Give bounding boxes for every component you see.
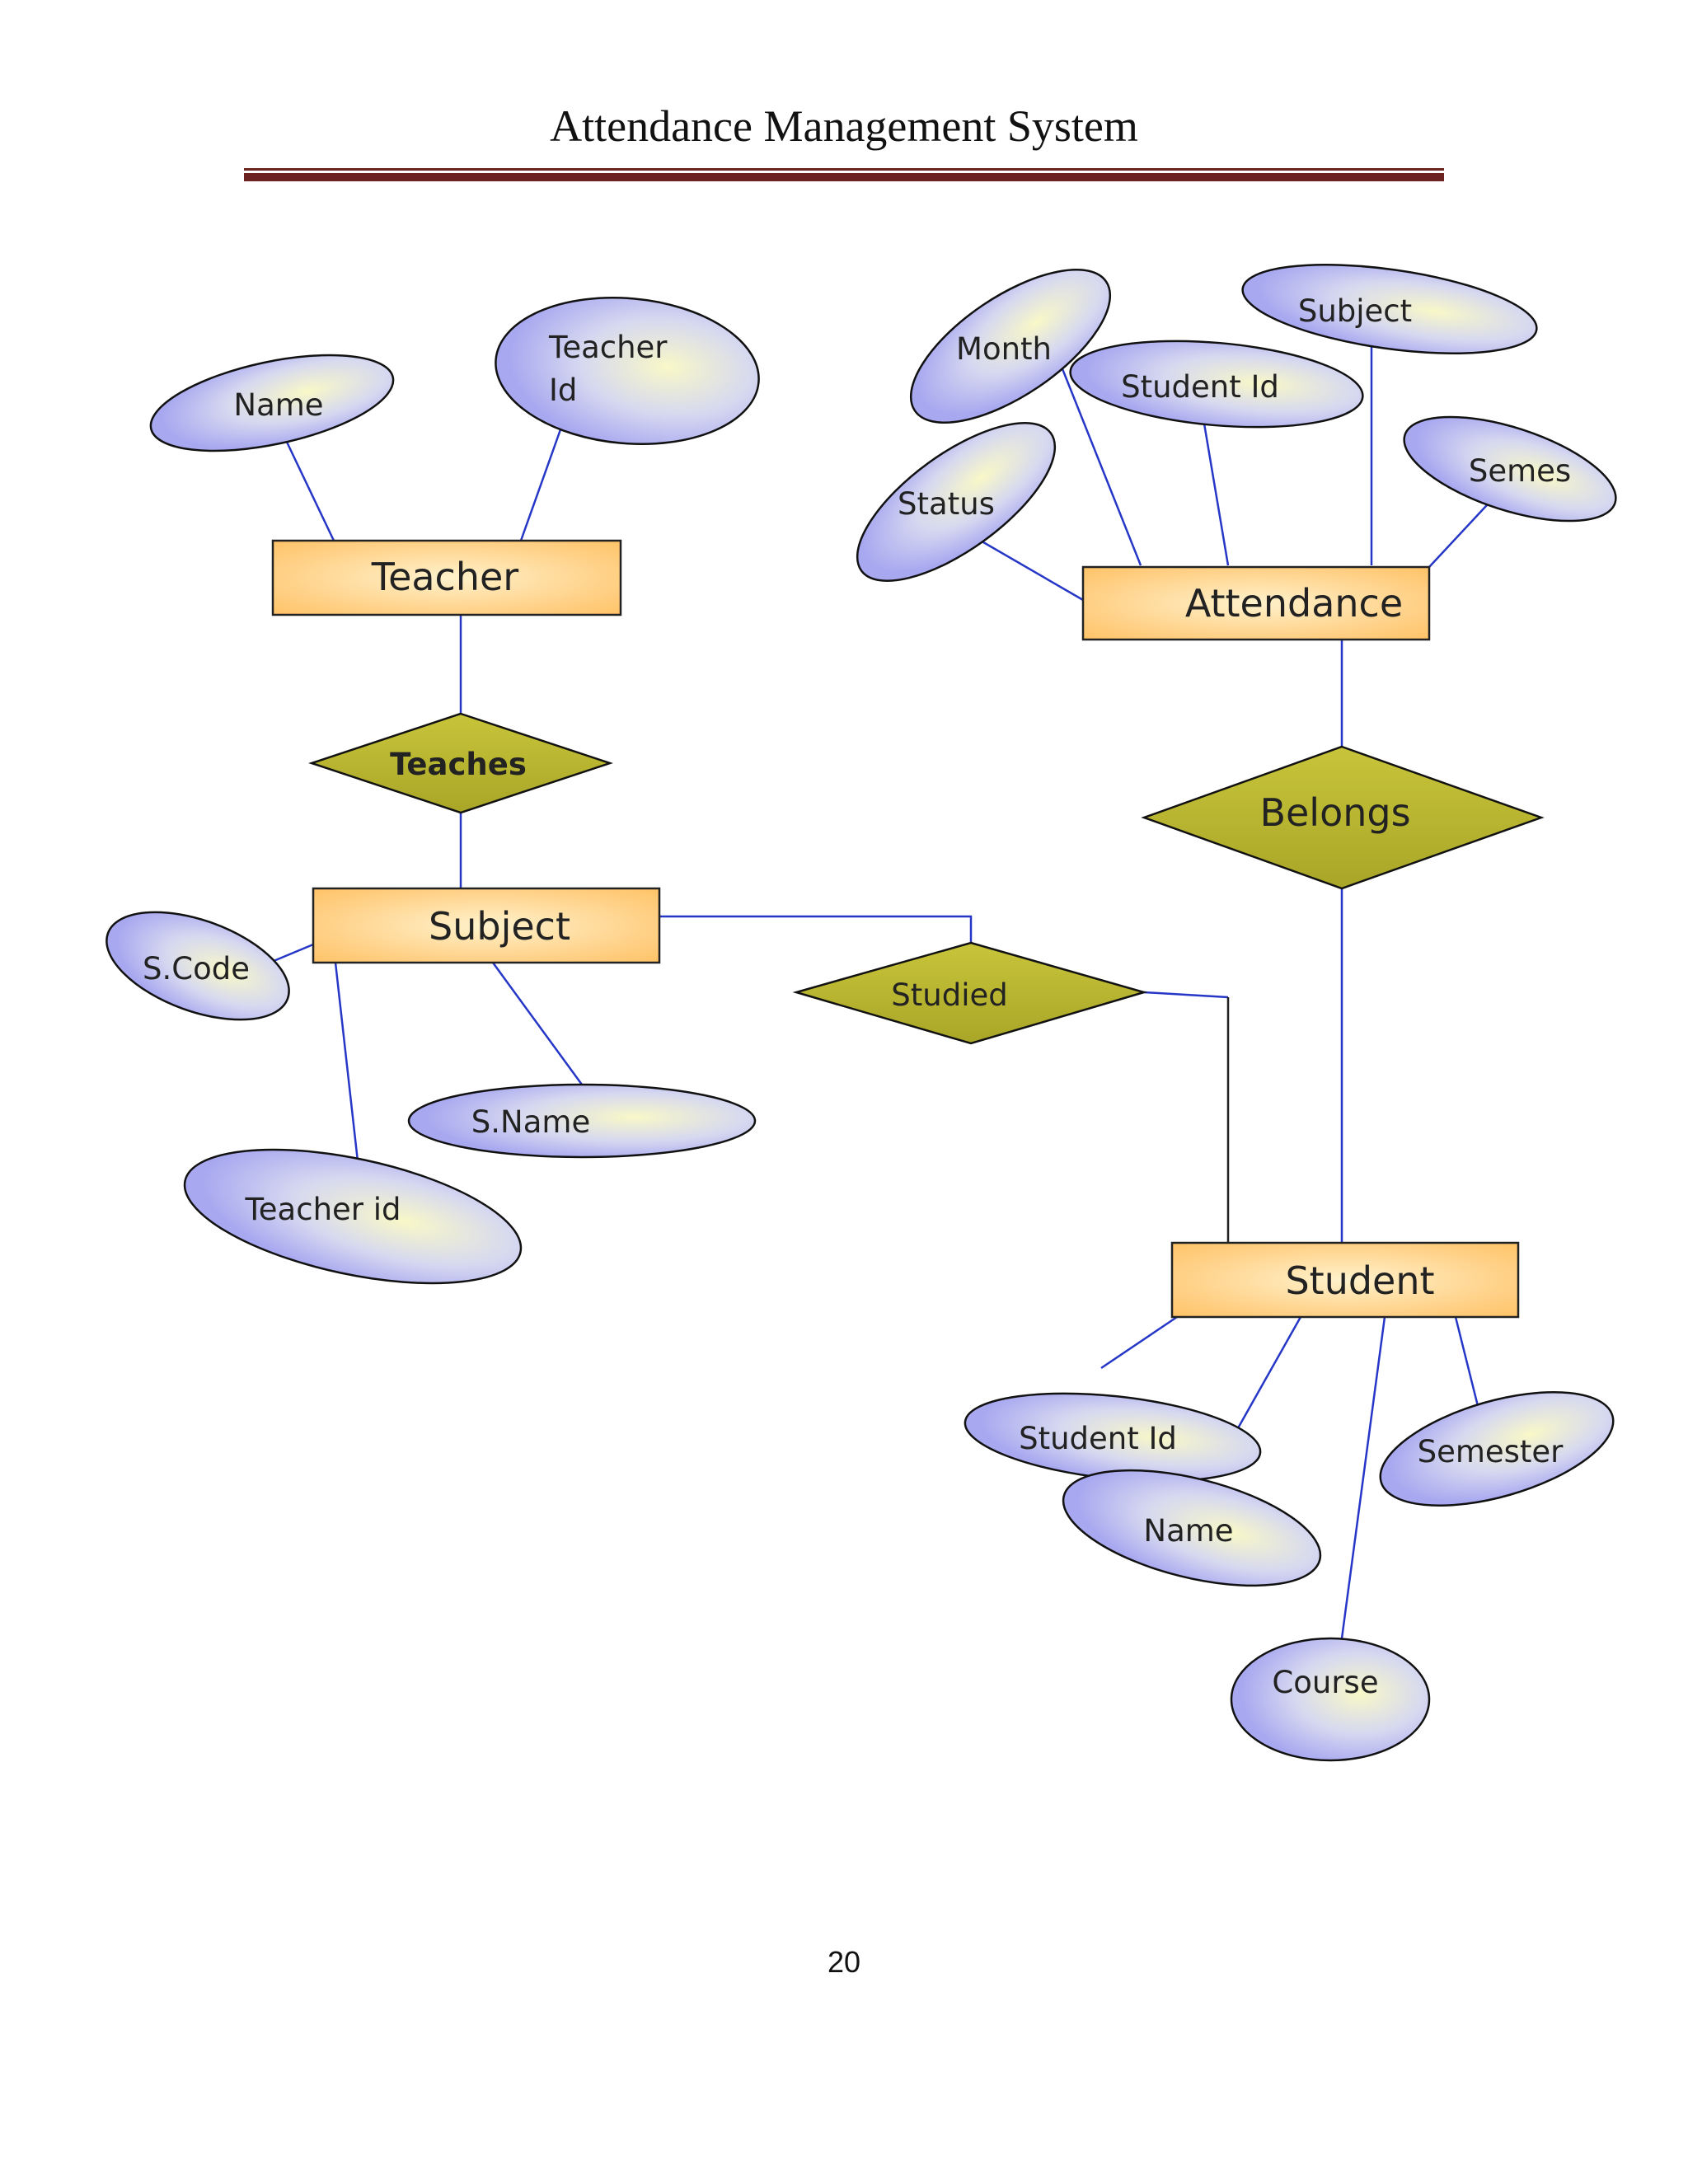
attribute-subj-teacher-id-label: Teacher id: [244, 1192, 401, 1227]
attribute-subj-name-label: S.Name: [471, 1104, 590, 1140]
attribute-teacher-name-label: Name: [233, 387, 323, 423]
line-month-attendance: [1055, 354, 1142, 566]
relationship-studied-label: Studied: [891, 977, 1007, 1013]
attribute-att-status: Status: [856, 421, 1057, 583]
line-subject-sname: [491, 962, 584, 1085]
attribute-att-student-id-label: Student Id: [1121, 369, 1279, 405]
attribute-subj-code-label: S.Code: [143, 951, 250, 987]
line-subject-teacherid: [334, 962, 360, 1169]
attribute-att-month: Month: [909, 268, 1112, 424]
line-semes-attendance: [1428, 494, 1498, 568]
line-student-course: [1340, 1316, 1386, 1639]
line-studentid-attendance: [1202, 418, 1230, 566]
relationship-teaches-label: Teaches: [390, 747, 527, 782]
attribute-stu-course: Course: [1230, 1637, 1431, 1762]
line-student-stray: [1100, 1315, 1178, 1370]
relationship-studied: Studied: [792, 941, 1148, 1045]
attribute-att-subject: Subject: [1241, 264, 1538, 354]
connector-lines: [273, 343, 1498, 1639]
line-teacherid-teacher: [519, 419, 565, 541]
entity-subject: Subject: [312, 887, 661, 964]
attribute-att-month-label: Month: [956, 331, 1052, 367]
entity-teacher-label: Teacher: [371, 555, 519, 599]
attribute-teacher-name: Name: [149, 354, 395, 452]
page-number: 20: [827, 1945, 861, 1979]
header-rule-thin: [244, 168, 1444, 171]
attribute-stu-student-id: Student Id: [964, 1392, 1262, 1483]
line-student-semester: [1454, 1316, 1482, 1417]
entity-subject-label: Subject: [429, 904, 570, 949]
entity-attendance: Attendance: [1081, 565, 1431, 641]
entity-attendance-label: Attendance: [1185, 581, 1403, 626]
attribute-att-student-id: Student Id: [1069, 340, 1364, 429]
relationship-teaches: Teaches: [308, 712, 613, 814]
relationship-belongs: Belongs: [1141, 745, 1545, 890]
attribute-stu-student-id-label: Student Id: [1019, 1421, 1177, 1456]
attribute-stu-name-label: Name: [1143, 1513, 1233, 1549]
attribute-att-semes: Semes: [1403, 415, 1617, 523]
entity-student: Student: [1170, 1241, 1520, 1319]
attribute-att-status-label: Status: [898, 486, 995, 522]
line-name-teacher: [283, 436, 335, 541]
line-scode-subject: [273, 943, 314, 963]
attribute-stu-semester-label: Semester: [1418, 1434, 1564, 1469]
attribute-stu-name: Name: [1062, 1469, 1322, 1587]
line-student-studentid: [1233, 1316, 1302, 1435]
attribute-subj-code: S.Code: [106, 911, 290, 1021]
attribute-stu-semester: Semester: [1379, 1390, 1615, 1507]
attribute-teacher-id-label-2: Id: [549, 373, 577, 408]
page-title: Attendance Management System: [550, 101, 1138, 151]
attribute-subj-name: S.Name: [407, 1083, 757, 1159]
entity-student-label: Student: [1285, 1258, 1434, 1303]
attribute-subj-teacher-id: Teacher id: [183, 1148, 523, 1285]
attribute-teacher-id: Teacher Id: [495, 296, 760, 446]
attribute-teacher-id-label-1: Teacher: [548, 330, 668, 365]
entity-teacher: Teacher: [271, 539, 622, 616]
attribute-att-subject-label: Subject: [1298, 293, 1412, 329]
relationship-belongs-label: Belongs: [1259, 790, 1410, 835]
attribute-att-semes-label: Semes: [1469, 453, 1571, 489]
line-subject-studied: [659, 915, 973, 943]
attribute-stu-course-label: Course: [1272, 1665, 1378, 1700]
header-rule-thick: [244, 173, 1444, 181]
line-studied-student-a: [1143, 991, 1229, 999]
